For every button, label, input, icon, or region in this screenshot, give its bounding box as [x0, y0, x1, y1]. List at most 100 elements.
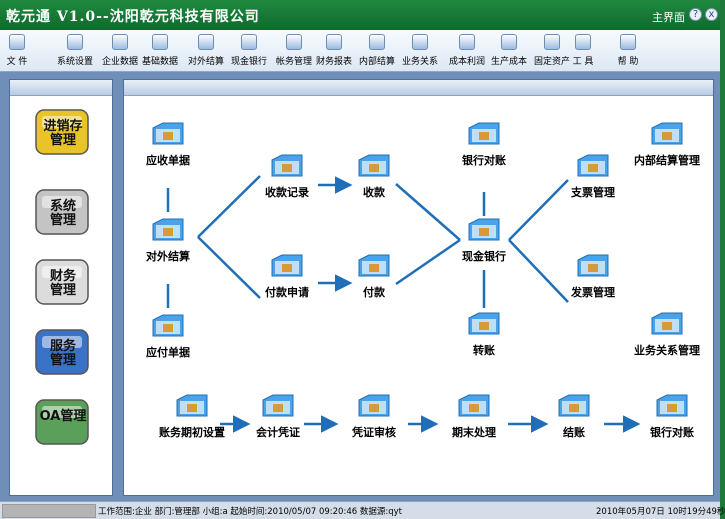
tool-icon	[575, 34, 591, 50]
node-cheque-mgmt[interactable]: 支票管理	[543, 152, 643, 200]
node-label: 支票管理	[571, 186, 615, 199]
sidebar-header	[10, 80, 112, 96]
folder-icon	[468, 312, 500, 335]
node-label: 发票管理	[571, 286, 615, 299]
calculator-icon	[35, 259, 89, 305]
tools-icon	[35, 189, 89, 235]
ledger-icon	[286, 34, 302, 50]
node-transfer[interactable]: 转账	[434, 310, 534, 358]
toolbar-button[interactable]: 财务报表	[314, 32, 354, 70]
folder-icon	[152, 122, 184, 145]
main-window-label: 主界面	[652, 11, 685, 24]
internal-settlement-icon	[369, 34, 385, 50]
node-label: 应付单据	[146, 346, 190, 359]
document-icon	[9, 34, 25, 50]
toolbar-button-label: 固定资产	[533, 57, 570, 67]
toolbar-button[interactable]: 对外结算	[186, 32, 226, 70]
node-label: 会计凭证	[256, 426, 300, 439]
folder-icon	[468, 122, 500, 145]
help-button[interactable]: ?	[689, 8, 702, 21]
toolbar-button[interactable]: 成本利润	[446, 32, 488, 70]
sidebar-module-button[interactable]: 财务 管理	[32, 256, 94, 308]
node-payment-request[interactable]: 付款申请	[237, 252, 337, 300]
toolbar-button[interactable]: 业务关系	[400, 32, 440, 70]
node-external-settlement[interactable]: 对外结算	[118, 216, 218, 264]
node-business-relation-mgmt[interactable]: 业务关系管理	[617, 310, 717, 358]
toolbar-button[interactable]: 系统设置	[54, 32, 96, 70]
close-button[interactable]: x	[705, 8, 718, 21]
toolbar-button[interactable]: 固定资产	[530, 32, 574, 70]
sidebar-module-label: 进销存 管理	[43, 119, 83, 148]
toolbar-button[interactable]: 内部结算	[358, 32, 396, 70]
node-period-end[interactable]: 期末处理	[424, 392, 524, 440]
folder-icon	[577, 254, 609, 277]
node-label: 结账	[563, 426, 585, 439]
toolbar-button[interactable]: 文 件	[4, 32, 30, 70]
wrench-icon	[67, 34, 83, 50]
toolbar-button[interactable]: 工 具	[572, 32, 594, 70]
node-label: 凭证审核	[352, 426, 396, 439]
node-voucher[interactable]: 会计凭证	[228, 392, 328, 440]
database-icon	[152, 34, 168, 50]
toolbar-button-label: 工 具	[572, 57, 594, 67]
folder-icon	[152, 218, 184, 241]
status-blank-panel	[2, 504, 96, 518]
service-icon	[35, 329, 89, 375]
node-internal-settlement-mgmt[interactable]: 内部结算管理	[617, 120, 717, 168]
node-label: 付款申请	[265, 286, 309, 299]
node-label: 转账	[473, 344, 495, 357]
node-label: 收款	[363, 186, 385, 199]
status-info: 工作范围:企业 部门:管理部 小组:a 起始时间:2010/05/07 09:2…	[98, 507, 402, 517]
folder-icon	[558, 394, 590, 417]
node-label: 应收单据	[146, 154, 190, 167]
node-collect[interactable]: 收款	[324, 152, 424, 200]
toolbar-button[interactable]: 基础数据	[140, 32, 180, 70]
toolbar-button[interactable]: 帮 助	[610, 32, 646, 70]
node-bank-reconcile-2[interactable]: 银行对账	[622, 392, 722, 440]
node-cash-bank[interactable]: 现金银行	[434, 216, 534, 264]
toolbar-button-label: 现金银行	[230, 57, 267, 67]
node-label: 账务期初设置	[159, 426, 225, 439]
folder-icon	[458, 394, 490, 417]
node-period-setup[interactable]: 账务期初设置	[142, 392, 242, 440]
sidebar-module-label: 财务 管理	[49, 269, 76, 298]
plant-icon	[544, 34, 560, 50]
sidebar-module-label: 系统 管理	[49, 199, 76, 228]
sidebar-module-button[interactable]: 服务 管理	[32, 326, 94, 378]
node-bank-reconcile[interactable]: 银行对账	[434, 120, 534, 168]
node-invoice-mgmt[interactable]: 发票管理	[543, 252, 643, 300]
flow-panel: 应收单据对外结算应付单据 收款记录付款申请 收款付款 银行对账现金银行转账 支票管理发票…	[123, 79, 714, 496]
node-pay[interactable]: 付款	[324, 252, 424, 300]
toolbar-button-label: 业务关系	[401, 57, 438, 67]
toolbar-button[interactable]: 企业数据	[100, 32, 140, 70]
folder-icon	[262, 394, 294, 417]
node-payable-doc[interactable]: 应付单据	[118, 312, 218, 360]
people-icon	[412, 34, 428, 50]
toolbar-button[interactable]: 生产成本	[488, 32, 530, 70]
toolbar-button-label: 基础数据	[141, 57, 178, 67]
toolbar-button[interactable]: 帐务管理	[272, 32, 316, 70]
inventory-icon	[35, 109, 89, 155]
toolbar-button[interactable]: 现金银行	[228, 32, 270, 70]
toolbar-button-label: 帐务管理	[275, 57, 312, 67]
magnifier-icon	[620, 34, 636, 50]
sidebar-module-button[interactable]: OA管理	[32, 396, 94, 448]
sidebar-module-label: 服务 管理	[49, 339, 76, 368]
sidebar: 进销存 管理系统 管理财务 管理服务 管理 OA管理	[9, 79, 113, 496]
folder-icon	[271, 154, 303, 177]
folder-icon	[468, 218, 500, 241]
toolbar-button-label: 内部结算	[358, 57, 395, 67]
node-voucher-audit[interactable]: 凭证审核	[324, 392, 424, 440]
node-receivable-doc[interactable]: 应收单据	[118, 120, 218, 168]
sidebar-module-button[interactable]: 进销存 管理	[32, 106, 94, 158]
folder-icon	[651, 312, 683, 335]
flow-panel-header	[124, 80, 713, 96]
oa-icon	[35, 399, 89, 445]
sidebar-module-button[interactable]: 系统 管理	[32, 186, 94, 238]
node-label: 对外结算	[146, 250, 190, 263]
node-close-books[interactable]: 结账	[524, 392, 624, 440]
node-receipt-record[interactable]: 收款记录	[237, 152, 337, 200]
report-icon	[326, 34, 342, 50]
cost-profit-icon	[459, 34, 475, 50]
sidebar-module-label: OA管理	[39, 409, 87, 424]
